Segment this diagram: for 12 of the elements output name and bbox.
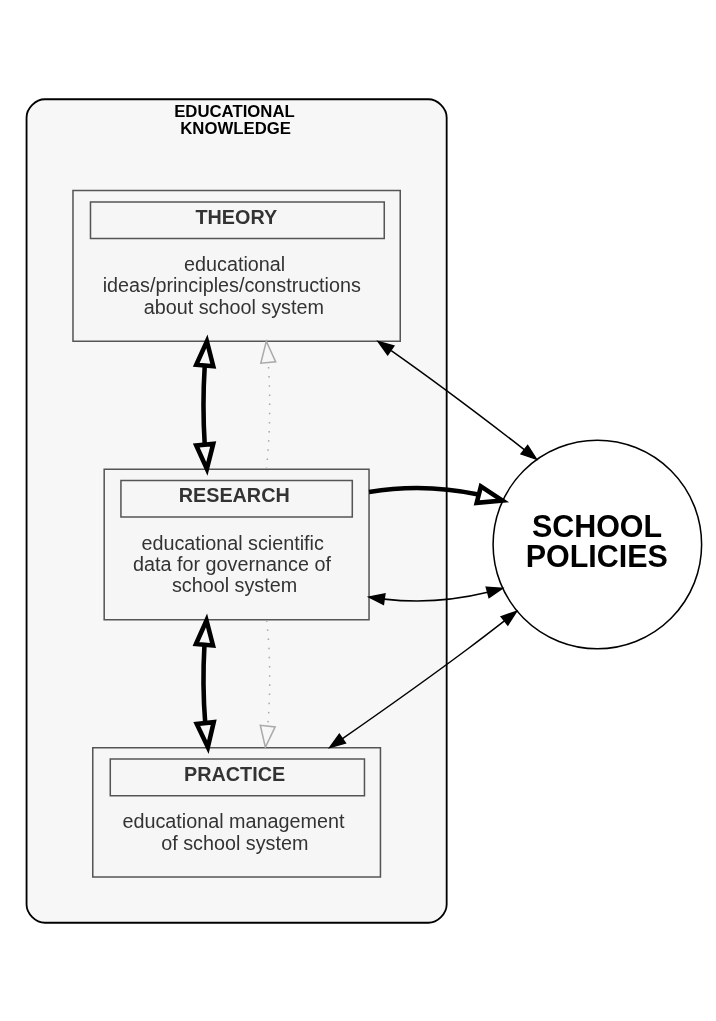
arrow — [368, 482, 510, 505]
node-box: THEORY educational ideas/principles/constructions about school system — [72, 189, 401, 342]
node-circle: SCHOOL POLICIES — [492, 438, 703, 649]
arrow — [376, 339, 539, 461]
node-box: PRACTICE educational management of school system — [92, 746, 382, 878]
arrow — [259, 338, 277, 470]
arrow — [259, 619, 277, 750]
arrow — [327, 609, 519, 749]
arrow — [192, 333, 217, 476]
arrow — [366, 585, 505, 606]
node-box: RESEARCH educational scientific data for governance of school system — [103, 467, 370, 621]
arrow — [192, 613, 217, 754]
